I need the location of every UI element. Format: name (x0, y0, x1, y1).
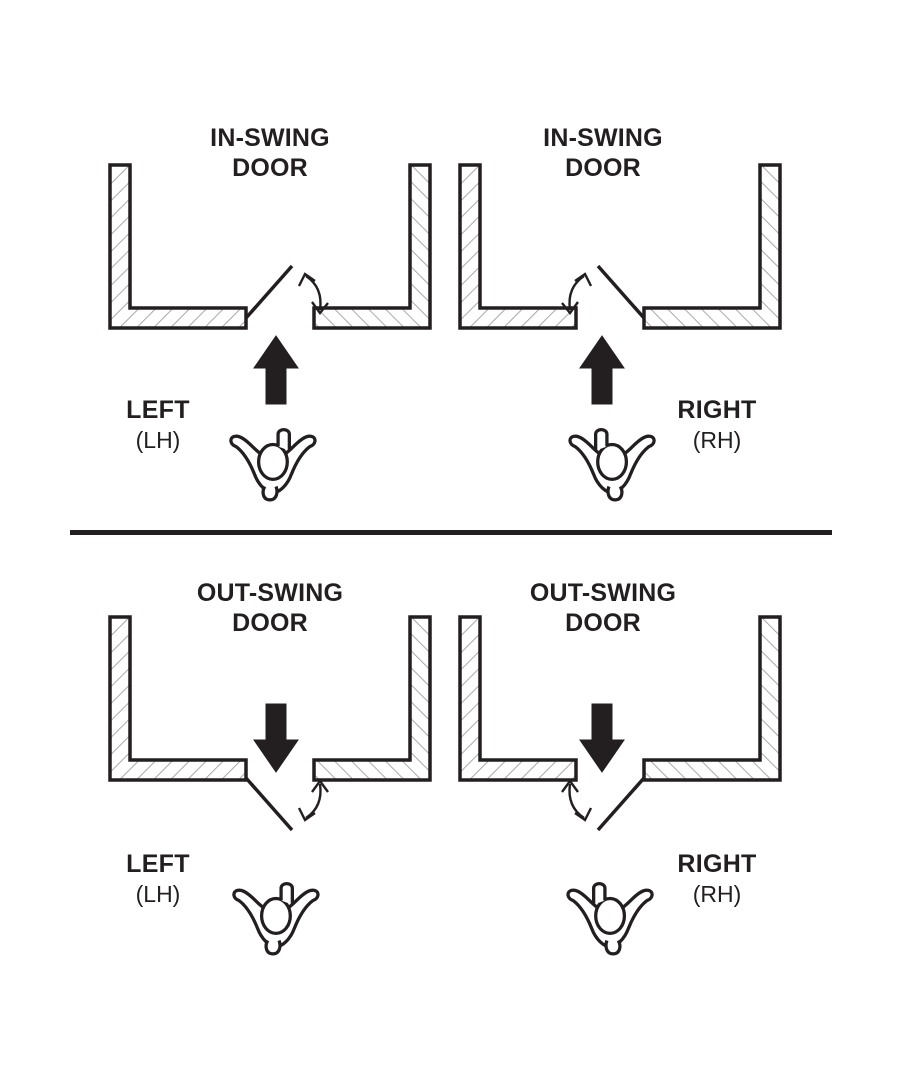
wall-right (312, 163, 432, 330)
out-swing-left-plan (108, 615, 432, 832)
handing-label-in-swing-right: RIGHT (RH) (642, 396, 792, 455)
panel-out-swing-right (450, 612, 790, 842)
wall-left (108, 163, 248, 330)
wall-left (458, 163, 578, 330)
out-swing-right-plan (458, 615, 782, 832)
title-out-swing-right: OUT-SWING DOOR (529, 579, 677, 637)
swing-arc (305, 275, 322, 311)
left-hand-icon (232, 881, 320, 956)
section-divider (70, 530, 832, 535)
arrow-up-icon (579, 335, 625, 405)
approach-arrow-out-swing-right (578, 702, 628, 774)
approach-arrow-in-swing-left (252, 334, 302, 406)
arrow-down-icon (253, 703, 299, 773)
panel-in-swing-right (450, 160, 790, 340)
title-in-swing-left: IN-SWING DOOR (210, 124, 330, 182)
title-in-swing-right: IN-SWING DOOR (543, 124, 663, 182)
right-hand-icon-in-swing (562, 424, 658, 506)
right-hand-icon (566, 881, 654, 956)
swing-arrowhead-end (311, 301, 329, 315)
handing-abbrev-text: (LH) (135, 881, 181, 907)
handing-abbrev-text: (RH) (692, 881, 742, 907)
wall-left (458, 615, 578, 782)
title-out-swing-left: OUT-SWING DOOR (196, 579, 344, 637)
swing-arrowhead-end (561, 301, 579, 315)
door-leaf (244, 776, 294, 832)
in-swing-right-plan (458, 163, 782, 330)
handing-label-in-swing-left: LEFT (LH) (88, 396, 228, 455)
left-hand-icon-in-swing (227, 424, 323, 506)
handing-label-text: RIGHT (677, 396, 757, 424)
swing-arrowhead-start (561, 778, 579, 793)
handing-abbrev-text: (LH) (135, 427, 181, 453)
swing-arc (568, 275, 585, 311)
approach-arrow-in-swing-right (578, 334, 628, 406)
right-hand-icon (568, 427, 656, 502)
swing-arrowhead-start (574, 272, 593, 287)
right-hand-icon-out-swing (560, 878, 656, 960)
door-leaf (596, 264, 646, 320)
handing-label-text: RIGHT (677, 850, 757, 878)
swing-arrowhead-start (297, 272, 316, 287)
swing-arc (305, 783, 322, 819)
swing-arrowhead-start (311, 778, 329, 793)
handing-label-text: LEFT (126, 850, 190, 878)
arrow-up-icon (253, 335, 299, 405)
in-swing-left-plan (108, 163, 432, 330)
wall-right (642, 163, 782, 330)
approach-arrow-out-swing-left (252, 702, 302, 774)
swing-arc (568, 783, 585, 819)
left-hand-icon (229, 427, 317, 502)
swing-arrowhead-end (297, 807, 316, 822)
door-leaf (596, 776, 646, 832)
panel-in-swing-left (100, 160, 440, 340)
wall-right (312, 615, 432, 782)
panel-out-swing-left (100, 612, 440, 842)
door-leaf (244, 264, 294, 320)
arrow-down-icon (579, 703, 625, 773)
handing-label-out-swing-left: LEFT (LH) (88, 850, 228, 909)
handing-label-text: LEFT (126, 396, 190, 424)
wall-right (642, 615, 782, 782)
handing-abbrev-text: (RH) (692, 427, 742, 453)
swing-arrowhead-end (574, 807, 593, 822)
wall-left (108, 615, 248, 782)
left-hand-icon-out-swing (230, 878, 326, 960)
handing-label-out-swing-right: RIGHT (RH) (642, 850, 792, 909)
